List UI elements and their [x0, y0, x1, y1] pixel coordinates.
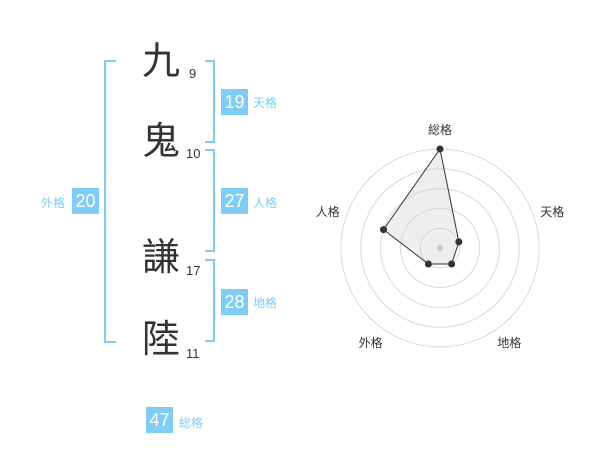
radar-axis-label: 人格 [315, 204, 340, 219]
stroke-count-1: 9 [189, 66, 197, 81]
radar-axis-label: 天格 [540, 204, 565, 219]
name-char-2: 鬼 [142, 119, 181, 163]
jinkaku-label: 人格 [253, 196, 278, 210]
name-char-1: 九 [142, 39, 181, 83]
gaikaku-bracket [104, 60, 116, 343]
radar-point [455, 238, 463, 246]
name-char-3: 謙 [142, 235, 181, 279]
tenkaku-bracket [205, 60, 215, 143]
gaikaku-label: 外格 [41, 196, 66, 210]
radar-point [424, 260, 432, 268]
radar-point [380, 226, 388, 234]
radar-point [436, 145, 444, 153]
radar-axis-label: 地格 [497, 336, 522, 351]
jinkaku-value: 27 [221, 188, 248, 214]
radar-ring [380, 188, 500, 308]
name-char-4: 陸 [142, 317, 181, 361]
chikaku-bracket [205, 259, 215, 342]
radar-axis-label: 外格 [358, 336, 383, 351]
jinkaku-bracket [205, 149, 215, 252]
soukaku-value: 47 [146, 407, 173, 433]
chikaku-label: 地格 [253, 296, 278, 310]
radar-ring [399, 207, 481, 289]
radar-axis-label: 総格 [427, 123, 453, 137]
stroke-count-4: 11 [186, 346, 200, 361]
stroke-count-2: 10 [186, 146, 201, 161]
radar-center-dot [437, 245, 443, 251]
radar-polygon [382, 147, 460, 265]
soukaku-label: 総格 [179, 416, 204, 430]
gaikaku-value: 20 [72, 188, 99, 214]
radar-point [448, 260, 456, 268]
radar-ring [360, 168, 520, 328]
radar-ring [419, 227, 461, 269]
stroke-count-3: 17 [186, 263, 201, 278]
tenkaku-label: 天格 [253, 96, 278, 110]
tenkaku-value: 19 [221, 89, 248, 115]
chikaku-value: 28 [221, 289, 248, 315]
